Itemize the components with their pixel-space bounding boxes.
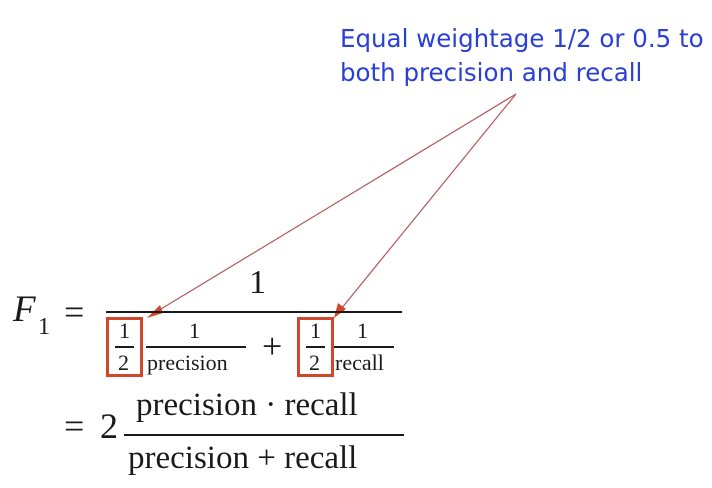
lhs-symbol: F bbox=[13, 289, 36, 330]
simplified-fraction-bar bbox=[124, 434, 404, 436]
highlight-box-right bbox=[297, 317, 334, 377]
annotation-line-2: both precision and recall bbox=[340, 58, 643, 87]
term1-bar bbox=[146, 346, 246, 348]
half-bar-right bbox=[306, 346, 325, 348]
plus-sign: + bbox=[262, 326, 283, 366]
term2-denominator: recall bbox=[335, 350, 384, 375]
main-numerator: 1 bbox=[249, 264, 266, 301]
term1-numerator: 1 bbox=[189, 318, 200, 343]
equals-sign: = bbox=[64, 292, 85, 332]
factor-two: 2 bbox=[100, 406, 118, 446]
arrow-line-left bbox=[155, 93, 517, 313]
arrow-line-right bbox=[340, 93, 517, 310]
half-denominator-right: 2 bbox=[309, 350, 320, 375]
simplified-numerator: precision · recall bbox=[136, 387, 358, 423]
half-numerator-right: 1 bbox=[310, 318, 321, 343]
main-fraction-bar bbox=[106, 311, 402, 313]
half-numerator-left: 1 bbox=[119, 318, 130, 343]
term2-numerator: 1 bbox=[357, 318, 368, 343]
highlight-box-left bbox=[106, 317, 143, 377]
annotation-text: Equal weightage 1/2 or 0.5 to both preci… bbox=[340, 22, 712, 90]
lhs-subscript: 1 bbox=[38, 314, 50, 340]
annotation-line-1: Equal weightage 1/2 or 0.5 to bbox=[340, 24, 704, 53]
half-bar-left bbox=[115, 346, 134, 348]
term2-bar bbox=[334, 346, 394, 348]
half-denominator-left: 2 bbox=[118, 350, 129, 375]
term1-denominator: precision bbox=[147, 350, 228, 375]
equals-sign-2: = bbox=[64, 406, 85, 446]
simplified-denominator: precision + recall bbox=[128, 440, 358, 476]
